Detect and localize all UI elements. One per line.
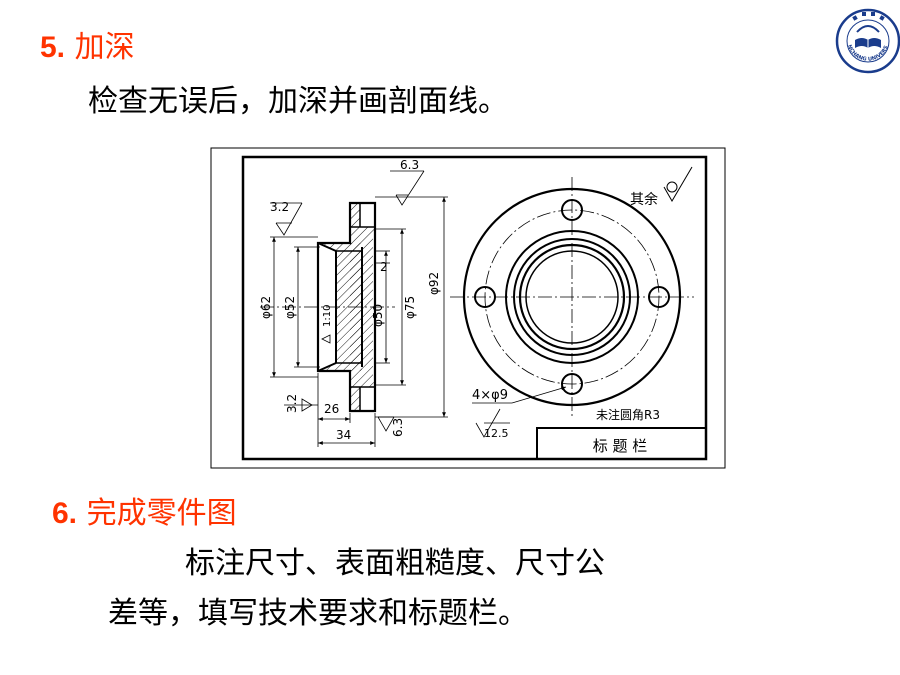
engineering-drawing: 标 题 栏	[210, 147, 726, 469]
front-view	[450, 166, 694, 438]
roughness-left-bottom-label: 3.2	[285, 394, 299, 413]
dim-2-label: 2	[380, 260, 388, 274]
roughness-top-label: 6.3	[400, 158, 419, 172]
dim-34-label: 34	[336, 428, 351, 442]
dia-92-label: φ92	[427, 272, 441, 295]
section-5-heading: 5. 加深	[40, 30, 135, 66]
title-block	[536, 427, 707, 460]
dia-75-label: φ75	[403, 296, 417, 319]
section-5-title: 加深	[74, 30, 135, 65]
section-6-body-line-2: 差等，填写技术要求和标题栏。	[108, 596, 528, 631]
inner-frame	[241, 155, 708, 461]
roughness-bottom-label: 6.3	[391, 418, 405, 437]
dia-50-label: φ50	[371, 304, 385, 327]
title-block-text: 标 题 栏	[593, 437, 648, 455]
section-5-body: 检查无误后，加深并画剖面线。	[88, 84, 508, 119]
section-6-number: 6.	[52, 497, 78, 530]
section-dimensions	[270, 170, 448, 447]
section-5-number: 5.	[40, 31, 66, 64]
roughness-left-top-label: 3.2	[270, 200, 289, 214]
dim-26-label: 26	[324, 402, 339, 416]
dia-52-label: φ52	[283, 296, 297, 319]
holes-note-label: 4×φ9	[472, 388, 508, 403]
dia-62-label: φ62	[259, 296, 273, 319]
taper-label: 1:10	[322, 305, 333, 327]
section-6-title: 完成零件图	[86, 496, 237, 531]
section-6-heading: 6. 完成零件图	[52, 496, 237, 532]
outer-frame	[210, 147, 726, 469]
roughness-holes-label: 12.5	[484, 427, 509, 440]
university-logo-icon: NANCHANG UNIVERSITY	[835, 8, 900, 74]
other-note-label: 其余	[630, 191, 658, 208]
fillet-note-label: 未注圆角R3	[596, 407, 660, 422]
section-6-body-line-1: 标注尺寸、表面粗糙度、尺寸公	[185, 546, 605, 581]
